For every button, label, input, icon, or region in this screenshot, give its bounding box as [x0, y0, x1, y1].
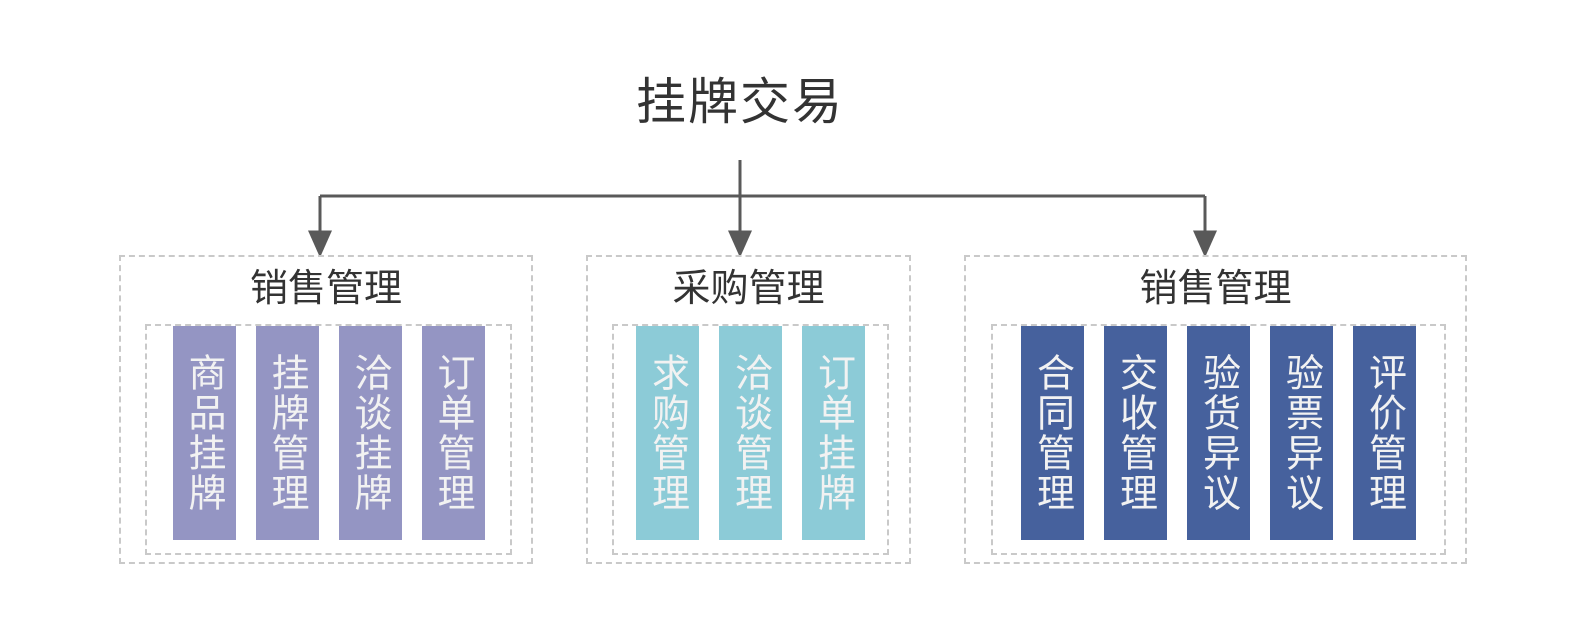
- item-bar[interactable]: 验票异议: [1270, 326, 1333, 540]
- item-label: 商品挂牌: [182, 353, 226, 513]
- item-bar[interactable]: 评价管理: [1353, 326, 1416, 540]
- group-items-container: 合同管理 交收管理 验货异议 验票异议 评价管理: [991, 324, 1446, 555]
- item-bar[interactable]: 交收管理: [1104, 326, 1167, 540]
- group-title: 销售管理: [1139, 266, 1292, 310]
- item-bar[interactable]: 验货异议: [1187, 326, 1250, 540]
- item-bar[interactable]: 洽谈挂牌: [338, 326, 402, 540]
- item-label: 合同管理: [1030, 353, 1075, 513]
- item-label: 评价管理: [1362, 353, 1407, 513]
- item-label: 洽谈挂牌: [348, 353, 392, 513]
- item-bar[interactable]: 合同管理: [1021, 326, 1084, 540]
- item-bar[interactable]: 订单管理: [421, 326, 485, 540]
- item-label: 求购管理: [645, 353, 690, 513]
- item-bar[interactable]: 订单挂牌: [802, 326, 865, 540]
- item-bar[interactable]: 洽谈管理: [719, 326, 782, 540]
- item-bar[interactable]: 求购管理: [636, 326, 699, 540]
- item-label: 挂牌管理: [265, 353, 309, 513]
- item-label: 验货异议: [1196, 353, 1241, 513]
- item-label: 交收管理: [1113, 353, 1158, 513]
- group-purchase-management[interactable]: 采购管理 求购管理 洽谈管理 订单挂牌: [586, 255, 911, 564]
- group-items-container: 商品挂牌 挂牌管理 洽谈挂牌 订单管理: [145, 324, 512, 555]
- item-label: 订单挂牌: [811, 353, 856, 513]
- item-label: 洽谈管理: [728, 353, 773, 513]
- item-bar[interactable]: 挂牌管理: [255, 326, 319, 540]
- group-title: 销售管理: [249, 266, 402, 310]
- group-items-container: 求购管理 洽谈管理 订单挂牌: [612, 324, 889, 555]
- item-label: 订单管理: [431, 353, 475, 513]
- root-node-title: 挂牌交易: [636, 73, 844, 131]
- item-label: 验票异议: [1279, 353, 1324, 513]
- group-sales-management-left[interactable]: 销售管理 商品挂牌 挂牌管理 洽谈挂牌 订单管理: [119, 255, 533, 564]
- group-title: 采购管理: [672, 266, 825, 310]
- group-sales-management-right[interactable]: 销售管理 合同管理 交收管理 验货异议 验票异议 评价管理: [964, 255, 1467, 564]
- item-bar[interactable]: 商品挂牌: [172, 326, 236, 540]
